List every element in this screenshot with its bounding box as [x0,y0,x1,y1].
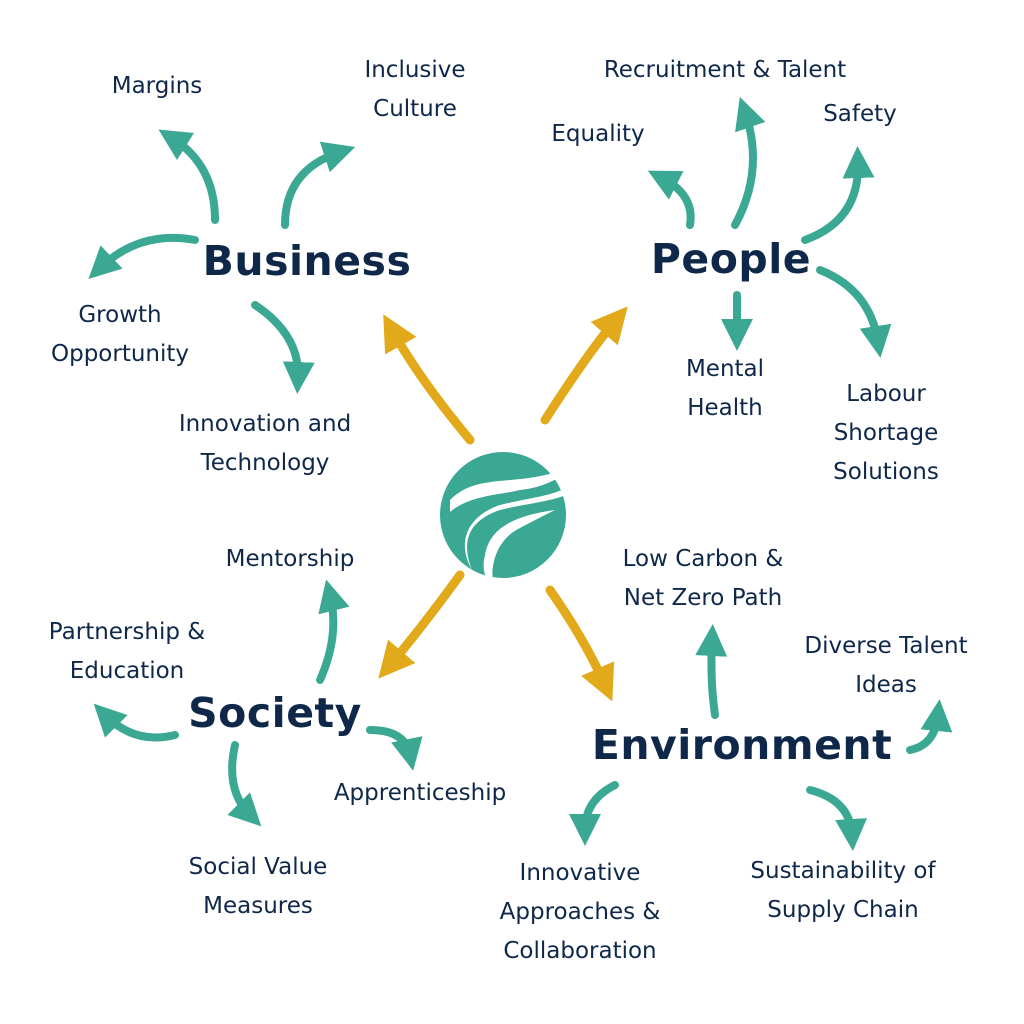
arrow-to-equality [647,170,695,229]
arrow-to-inclusive-culture [281,141,356,229]
label-mentorship: Mentorship [225,546,355,572]
arrow-to-mentorship [316,579,350,684]
label-partnership-education: Partnership &Education [48,619,206,684]
arrow-to-safety [801,146,875,244]
arrow-to-environment [545,585,615,702]
arrow-to-social-value [227,741,262,827]
arrow-to-innovation [251,301,315,394]
hub-people: People [650,235,812,283]
hub-business: Business [202,237,412,285]
label-recruitment-talent: Recruitment & Talent [603,57,847,83]
label-equality: Equality [551,121,645,147]
hub-environment: Environment [591,721,893,769]
arrow-to-low-carbon [695,624,728,719]
arrow-to-diverse-talent [906,699,953,754]
arrow-to-labour [816,266,892,358]
arrow-to-partnership [93,703,179,742]
arrow-to-recruitment [731,96,766,229]
globe-swoosh-logo [440,452,582,590]
arrow-to-society [378,570,465,679]
arrow-to-people [540,306,628,425]
label-low-carbon: Low Carbon &Net Zero Path [622,546,784,611]
label-apprenticeship: Apprenticeship [333,780,507,806]
arrow-to-margins [158,129,219,224]
label-margins: Margins [111,73,203,99]
arrow-to-business [383,314,475,445]
arrow-to-apprenticeship [366,726,423,771]
hub-society: Society [188,689,362,737]
arrow-to-growth [88,233,199,280]
arrow-to-sustainability [806,786,868,851]
label-safety: Safety [823,101,897,127]
arrow-to-innovative [569,781,619,846]
